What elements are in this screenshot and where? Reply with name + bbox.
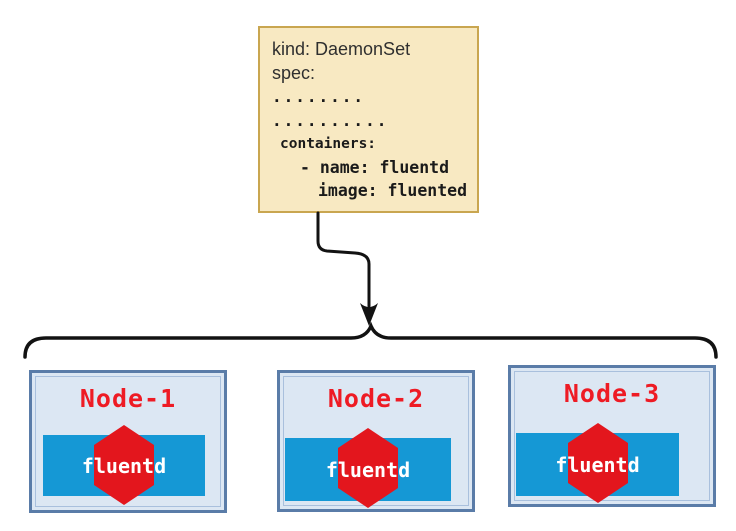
node-3-title: Node-3: [563, 379, 661, 408]
arrowhead-icon: [360, 303, 378, 326]
node-1-fluentd-pod: fluentd: [43, 425, 205, 505]
node-3-pod-label: fluentd: [555, 452, 640, 477]
node-2-pod-label: fluentd: [325, 457, 411, 482]
node-3-box: Node-3 fluentd: [508, 365, 716, 507]
spec-line-containers: containers:: [280, 136, 377, 152]
spec-line-kind: kind: DaemonSet: [272, 39, 411, 59]
node-1-pod-label: fluentd: [81, 453, 167, 478]
spec-dots-row-2: ..........: [272, 111, 389, 130]
fluentd-hexagon-icon: [567, 423, 628, 503]
node-2-box: Node-2 fluentd: [277, 370, 475, 512]
spec-line-image: image: fluented: [318, 181, 468, 200]
node-3-fluentd-pod: fluentd: [516, 423, 679, 503]
node-1-title: Node-1: [79, 384, 177, 413]
node-2-title: Node-2: [327, 384, 425, 413]
spec-line-spec: spec:: [272, 63, 316, 83]
daemonset-spec-box: kind: DaemonSet spec: ........ .........…: [258, 26, 479, 213]
spec-dots-row-1: ........: [272, 87, 366, 106]
horizontal-curly-brace: [23, 321, 718, 359]
fluentd-hexagon-icon: [94, 425, 154, 505]
node-1-box: Node-1 fluentd: [29, 370, 227, 513]
down-arrow-connector: [316, 211, 371, 308]
fluentd-hexagon-icon: [338, 428, 398, 508]
node-2-fluentd-pod: fluentd: [285, 428, 451, 508]
spec-line-name: - name: fluentd: [300, 158, 450, 177]
